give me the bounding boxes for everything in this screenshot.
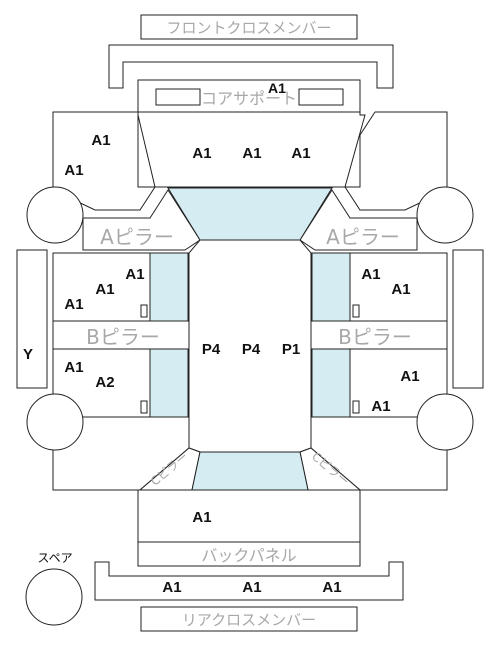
- grade-hood-left: A1: [192, 145, 211, 162]
- grade-roof-right: P1: [282, 341, 300, 358]
- b-pillar-left-label: Bピラー: [86, 325, 160, 349]
- core-support-right-box: [298, 88, 344, 106]
- grade-front-door-right-top: A1: [361, 266, 380, 283]
- grade-roof-center: P4: [242, 341, 261, 358]
- side-sill-right: [452, 249, 484, 389]
- back-panel-box: [137, 541, 361, 567]
- trunk-lid: [137, 489, 361, 543]
- right-rear-handle: [352, 400, 360, 414]
- grade-side-sill-left: Y: [23, 346, 33, 363]
- b-pillar-right-label: Bピラー: [338, 325, 412, 349]
- hood-panel: [137, 79, 366, 188]
- grade-front-left-lower: A1: [64, 162, 83, 179]
- a-pillar-left-label: Aピラー: [100, 225, 174, 249]
- grade-roof-left: P4: [202, 341, 221, 358]
- grade-front-door-left-top: A1: [125, 266, 144, 283]
- left-front-handle: [140, 304, 148, 318]
- front-cross-member-label: フロントクロスメンバー: [166, 19, 331, 37]
- core-support-label: コアサポート: [201, 89, 297, 108]
- front-cross-member-box: [140, 14, 358, 40]
- rear-window: [191, 451, 309, 491]
- core-support-left-box: [155, 88, 201, 106]
- grade-hood-center: A1: [242, 145, 261, 162]
- left-rear-window: [149, 348, 189, 418]
- a-pillar-right-label: Aピラー: [326, 225, 400, 249]
- front-left-wheel: [26, 186, 84, 244]
- rear-bumper-outline: [94, 561, 404, 601]
- spare-label: スペア: [37, 551, 72, 565]
- left-rear-handle: [140, 400, 148, 414]
- grade-rear-door-right-mid: A1: [400, 368, 419, 385]
- left-front-window: [149, 252, 189, 322]
- grade-rear-bumper-center: A1: [242, 579, 261, 596]
- side-sill-left: [16, 249, 48, 389]
- grade-rear-bumper-left: A1: [162, 579, 181, 596]
- back-panel-label: バックパネル: [201, 546, 296, 565]
- grade-rear-door-right-low: A1: [371, 398, 390, 415]
- rear-right-wheel: [416, 393, 474, 451]
- right-front-window: [311, 252, 351, 322]
- rear-cross-member-label: リアクロスメンバー: [182, 611, 316, 629]
- rear-cross-member-box: [140, 606, 358, 632]
- b-pillar-left-band: [52, 320, 190, 350]
- grade-front-left-upper: A1: [91, 132, 110, 149]
- right-rear-window: [311, 348, 351, 418]
- grade-rear-door-left-top: A1: [64, 359, 83, 376]
- spare-tire: [25, 568, 83, 626]
- grade-trunk: A1: [192, 509, 211, 526]
- grade-rear-door-left-low: A2: [95, 374, 114, 391]
- grade-rear-bumper-right: A1: [322, 579, 341, 596]
- front-right-wheel: [416, 186, 474, 244]
- grade-hood-right: A1: [291, 145, 310, 162]
- front-bumper-outline: [108, 44, 394, 89]
- right-front-handle: [352, 304, 360, 318]
- grade-front-door-right-mid: A1: [391, 281, 410, 298]
- rear-left-wheel: [26, 393, 84, 451]
- grade-front-door-left-mid: A1: [95, 281, 114, 298]
- grade-front-door-left-low: A1: [64, 296, 83, 313]
- core-support-grade: A1: [268, 80, 286, 96]
